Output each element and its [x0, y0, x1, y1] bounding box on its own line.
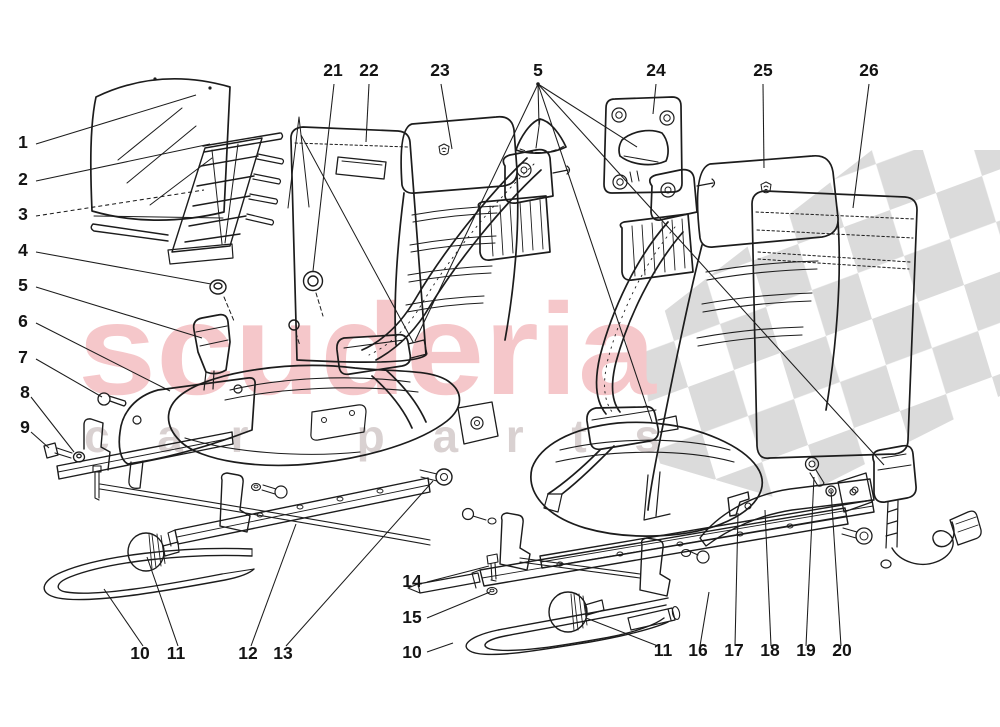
leader-18	[764, 509, 772, 647]
leader-10-left	[103, 588, 144, 647]
callout-18: 18	[760, 640, 780, 660]
leader-21	[312, 83, 335, 272]
callout-14: 14	[402, 571, 422, 591]
leader-15	[426, 591, 491, 619]
callout-17: 17	[724, 640, 743, 660]
belt-guide-wedge	[515, 118, 567, 154]
leader-6	[35, 322, 171, 392]
callout-9: 9	[20, 417, 30, 437]
callout-4: 4	[18, 240, 28, 260]
leader-lines	[30, 82, 885, 653]
leader-12	[250, 523, 297, 647]
belt-buckle-cable	[837, 444, 982, 569]
leader-22	[365, 83, 370, 143]
glass-panel	[89, 77, 231, 221]
seat-belt-right	[543, 168, 716, 513]
lever-bracket-group	[699, 478, 875, 547]
callout-20: 20	[832, 640, 852, 660]
callout-21: 21	[323, 60, 343, 80]
callout-26: 26	[859, 60, 879, 80]
callout-12: 12	[238, 643, 258, 663]
callout-3: 3	[18, 204, 28, 224]
callout-11-right: 11	[654, 640, 673, 660]
seat-belt-left	[336, 148, 571, 445]
leader-7	[35, 358, 103, 398]
callout-15: 15	[402, 607, 422, 627]
callout-22: 22	[359, 60, 379, 80]
callout-5-top: 5	[533, 60, 543, 80]
leader-20	[830, 489, 842, 647]
leader-23	[440, 83, 453, 150]
leader-24	[652, 83, 657, 115]
leader-2	[35, 143, 211, 182]
callout-6: 6	[18, 311, 28, 331]
leader-4	[35, 251, 212, 285]
seat-rails-right	[407, 499, 875, 597]
callout-labels: 1 2 3 4 5 6 7 8 9 21 22 23 5 24 25 26 10…	[18, 60, 879, 663]
leader-17	[734, 512, 739, 647]
callout-23: 23	[430, 60, 450, 80]
slat-frame	[90, 132, 285, 265]
leader-26	[852, 83, 870, 209]
leader-11-left	[146, 556, 179, 647]
trim-caps	[209, 270, 324, 347]
callout-25: 25	[753, 60, 773, 80]
release-handle-wire-left	[43, 547, 255, 601]
leader-8	[30, 396, 75, 453]
seat-back-panel-right	[751, 190, 918, 460]
adjuster-knob-left	[127, 532, 180, 572]
callout-16: 16	[688, 640, 708, 660]
lamborghini-crest-icon	[760, 181, 772, 194]
leader-13	[285, 480, 434, 647]
leader-14	[426, 565, 490, 583]
leader-16	[699, 591, 710, 647]
adjuster-knob-right	[548, 591, 605, 633]
fixing-bolt-7	[97, 392, 127, 407]
leader-5-top-fan	[414, 82, 885, 466]
seat-rails-left	[56, 418, 453, 547]
callout-11-left: 11	[167, 643, 186, 663]
lamborghini-crest-icon	[438, 143, 450, 156]
leader-11-right	[585, 617, 659, 647]
leader-9	[30, 431, 50, 449]
screw-9	[43, 442, 73, 459]
callout-19: 19	[796, 640, 816, 660]
leader-5-left	[35, 286, 203, 339]
callout-7: 7	[18, 347, 28, 367]
watermark-tagline-text: car parts	[84, 410, 660, 462]
callout-5-left: 5	[18, 275, 28, 295]
release-handle-wire-right	[465, 597, 681, 656]
callout-10-mid: 10	[402, 642, 422, 662]
callout-2: 2	[18, 169, 28, 189]
mounting-plate	[603, 96, 683, 194]
callout-24: 24	[646, 60, 666, 80]
leader-19	[805, 476, 815, 647]
seat-side-plate	[118, 377, 256, 489]
belt-buckle-left	[192, 313, 231, 391]
leader-1	[35, 94, 197, 145]
leader-10-mid	[426, 642, 454, 653]
leader-3	[35, 189, 205, 217]
callout-8: 8	[20, 382, 30, 402]
callout-10-left: 10	[130, 643, 150, 663]
leader-25	[762, 83, 765, 169]
callout-1: 1	[18, 132, 28, 152]
callout-13: 13	[273, 643, 293, 663]
checkered-flag-watermark	[640, 150, 1000, 502]
watermark-brand-text: scuderia	[78, 276, 658, 422]
